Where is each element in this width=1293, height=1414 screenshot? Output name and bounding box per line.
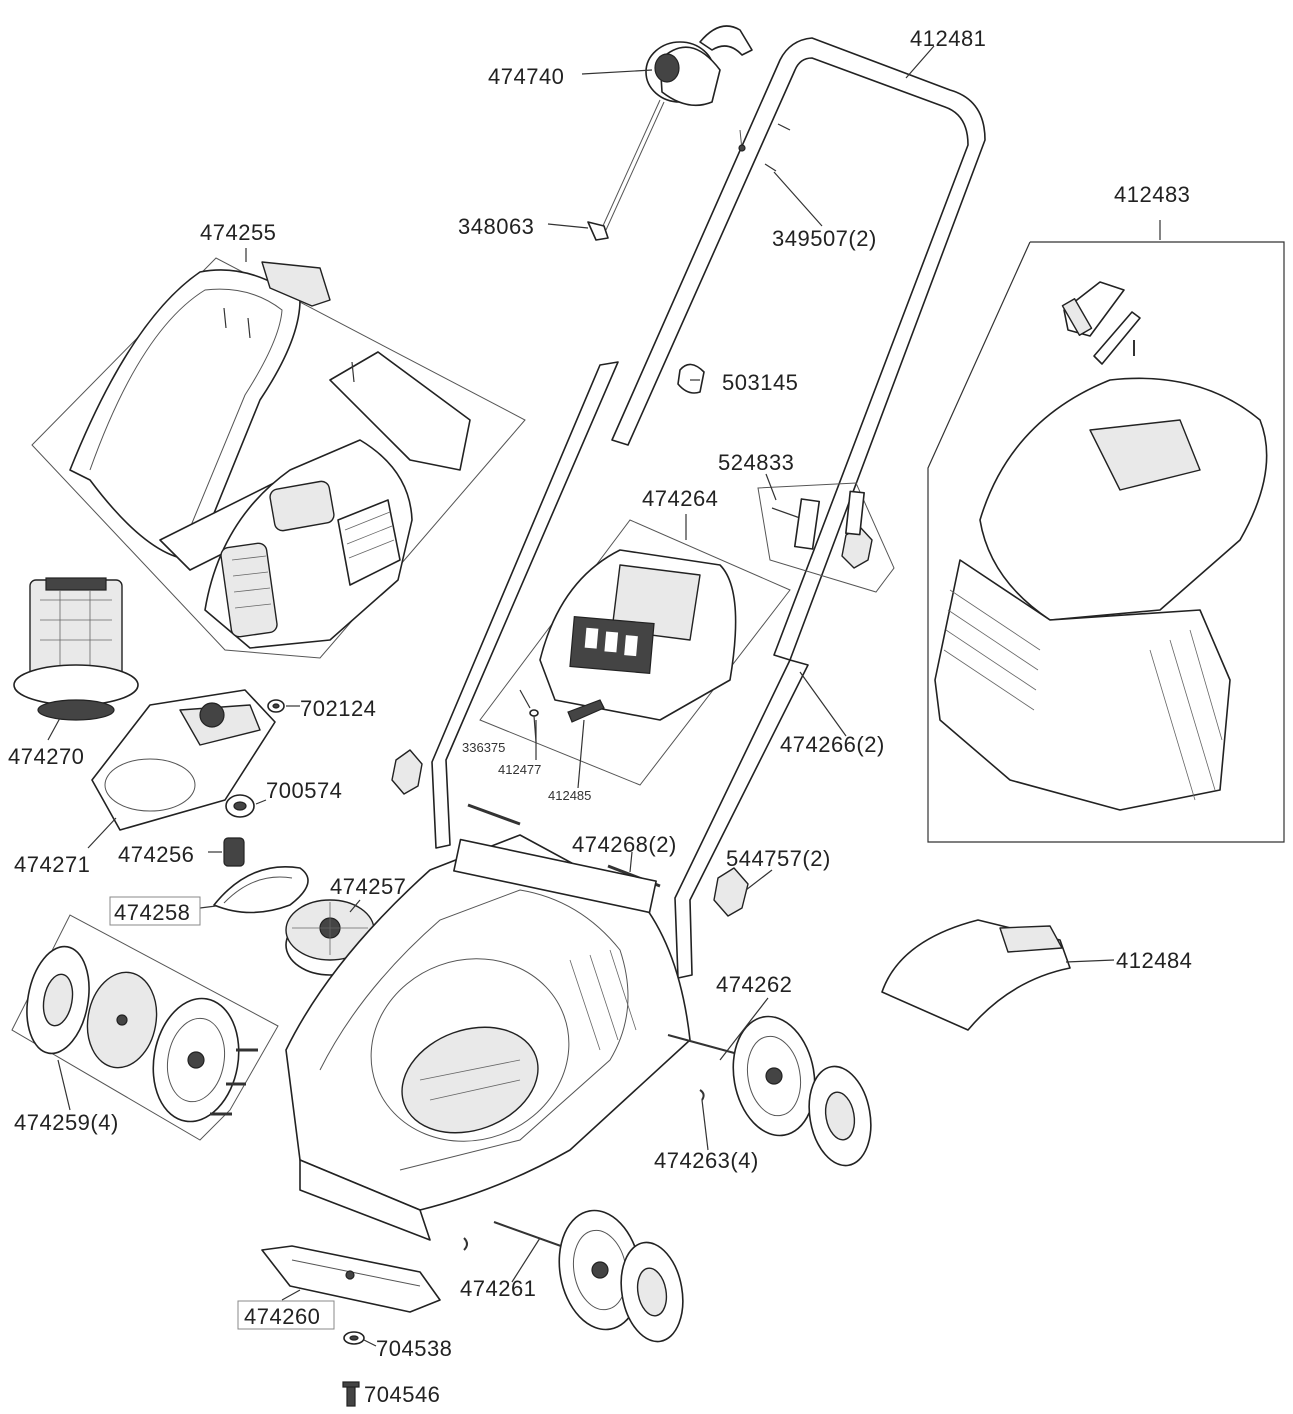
label-544757: 544757(2) [726, 846, 831, 871]
label-412477: 412477 [498, 762, 541, 777]
label-336375: 336375 [462, 740, 505, 755]
label-524833: 524833 [718, 450, 794, 475]
label-474256: 474256 [118, 842, 194, 867]
belt-474258 [213, 866, 309, 914]
label-474270: 474270 [8, 744, 84, 769]
label-412485: 412485 [548, 788, 591, 803]
pulley-474256 [223, 837, 245, 867]
part-labels: 412481 474740 348063 349507(2) 412483 47… [8, 26, 1192, 1407]
label-474259: 474259(4) [14, 1110, 119, 1135]
label-474262: 474262 [716, 972, 792, 997]
rear-wheel-474262 [667, 1015, 872, 1167]
screw-349507 [764, 123, 791, 172]
label-700574: 700574 [266, 778, 342, 803]
label-474266: 474266(2) [780, 732, 885, 757]
control-box-474264 [479, 519, 791, 786]
label-474263: 474263(4) [654, 1148, 759, 1173]
label-474257: 474257 [330, 874, 406, 899]
label-474260: 474260 [244, 1304, 320, 1329]
bearing-700574 [225, 794, 255, 818]
blade-474260 [261, 1245, 441, 1313]
label-412481: 412481 [910, 26, 986, 51]
leader-lines [47, 45, 1115, 1347]
label-box-474258 [109, 896, 201, 926]
label-503145: 503145 [722, 370, 798, 395]
cable-clip-503145 [677, 363, 705, 394]
cable-clip-348063 [587, 221, 609, 241]
motor-mount-474271 [91, 689, 276, 831]
grass-box-412483 [927, 220, 1285, 843]
washer-704538 [343, 1331, 365, 1345]
label-704538: 704538 [376, 1336, 452, 1361]
nut-702124 [267, 699, 285, 713]
wheel-set-474259 [11, 914, 279, 1141]
spring-474263 [463, 1089, 705, 1251]
switch-box-474740 [601, 25, 753, 231]
motor-474270 [13, 577, 139, 721]
label-412484: 412484 [1116, 948, 1192, 973]
knob-544757-left [391, 749, 423, 795]
handle-bolt-524833 [757, 482, 895, 593]
pulley-474257 [285, 899, 375, 976]
label-474264: 474264 [642, 486, 718, 511]
blade-bolt-704546 [342, 1381, 360, 1407]
label-474740: 474740 [488, 64, 564, 89]
top-cover-474255 [31, 257, 526, 659]
upper-handle-412481 [611, 37, 986, 661]
knob-544757-right [713, 867, 749, 917]
label-box-474260 [237, 1300, 335, 1330]
front-wheel-474261 [493, 1209, 684, 1343]
label-474255: 474255 [200, 220, 276, 245]
label-474261: 474261 [460, 1276, 536, 1301]
mower-deck [285, 834, 691, 1241]
label-704546: 704546 [364, 1382, 440, 1407]
rear-flap-412484 [881, 919, 1071, 1031]
lower-handle-474266 [431, 361, 809, 979]
label-348063: 348063 [458, 214, 534, 239]
label-349507: 349507(2) [772, 226, 877, 251]
label-474271: 474271 [14, 852, 90, 877]
label-412483: 412483 [1114, 182, 1190, 207]
label-702124: 702124 [300, 696, 376, 721]
label-474258: 474258 [114, 900, 190, 925]
label-474268: 474268(2) [572, 832, 677, 857]
